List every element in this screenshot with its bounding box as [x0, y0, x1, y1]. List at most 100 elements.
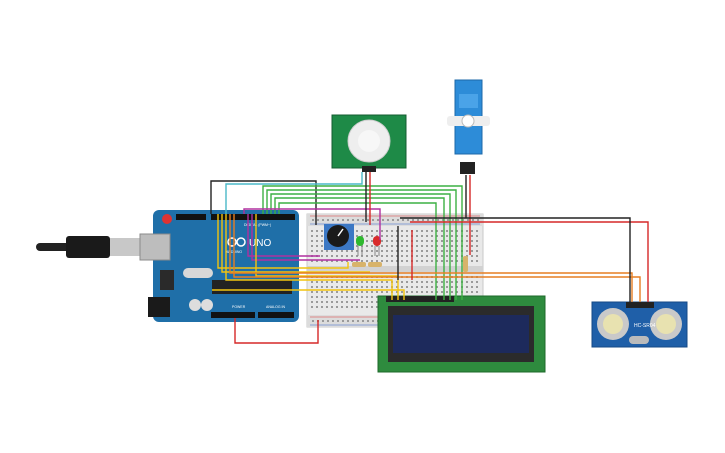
analog-header — [258, 312, 294, 318]
breadboard-hole — [396, 240, 398, 242]
ultrasonic-model-label: HC-SR04 — [634, 323, 656, 329]
breadboard-hole — [316, 291, 318, 293]
breadboard-hole — [466, 240, 468, 242]
wire-yellow-2[interactable] — [221, 214, 370, 273]
wire-orange-trig[interactable] — [229, 214, 633, 302]
breadboard-hole — [431, 255, 433, 257]
wire-red-ultrasonic[interactable] — [410, 221, 649, 302]
breadboard-hole — [421, 250, 423, 252]
reset-button[interactable] — [162, 214, 172, 224]
wire-green-3[interactable] — [270, 193, 451, 300]
wire-red-5v[interactable] — [234, 318, 319, 344]
rail-hole — [452, 219, 454, 221]
breadboard-hole — [361, 296, 363, 298]
arduino-board[interactable]: UNO ARDUINO DIGITAL (PWM~) POWER ANALOG … — [139, 210, 299, 322]
breadboard-hole — [321, 286, 323, 288]
rail-hole — [407, 219, 409, 221]
resistor-3[interactable] — [463, 256, 468, 272]
wire-green-1[interactable] — [262, 185, 463, 300]
rail-hole — [357, 320, 359, 322]
breadboard-hole — [366, 281, 368, 283]
rail-hole — [347, 320, 349, 322]
usb-cable[interactable] — [36, 236, 140, 258]
breadboard-hole — [331, 291, 333, 293]
breadboard-hole — [476, 240, 478, 242]
wire-black-ultrasonic[interactable] — [400, 217, 631, 302]
breadboard-hole — [326, 296, 328, 298]
breadboard-hole — [456, 286, 458, 288]
rail-hole — [372, 219, 374, 221]
breadboard-hole — [421, 240, 423, 242]
breadboard-hole — [361, 291, 363, 293]
wires[interactable] — [210, 172, 649, 344]
wire-magenta-1[interactable] — [243, 208, 381, 240]
breadboard-hole — [456, 281, 458, 283]
led-green[interactable] — [356, 236, 364, 256]
breadboard-hole — [446, 260, 448, 262]
rail-hole — [347, 219, 349, 221]
breadboard-hole — [426, 240, 428, 242]
breadboard-hole — [416, 286, 418, 288]
led-red[interactable] — [373, 236, 381, 256]
wire-yellow-1[interactable] — [217, 214, 349, 269]
breadboard-hole — [451, 250, 453, 252]
breadboard-hole — [326, 281, 328, 283]
breadboard-hole — [426, 260, 428, 262]
rail-hole — [417, 219, 419, 221]
wire-magenta-2[interactable] — [247, 214, 320, 257]
servo-shaft — [461, 114, 475, 128]
breadboard-hole — [371, 250, 373, 252]
breadboard-hole — [426, 286, 428, 288]
breadboard-hole — [391, 260, 393, 262]
breadboard-hole — [416, 281, 418, 283]
breadboard-hole — [321, 296, 323, 298]
breadboard-hole — [441, 245, 443, 247]
wire-yellow-5[interactable] — [212, 289, 405, 300]
breadboard-hole — [316, 296, 318, 298]
ultrasonic-crystal — [629, 336, 649, 344]
wire-yellow-3[interactable] — [255, 214, 399, 300]
breadboard-hole — [416, 240, 418, 242]
servo-motor[interactable] — [447, 79, 490, 174]
breadboard-hole — [411, 281, 413, 283]
breadboard-hole — [311, 245, 313, 247]
breadboard-hole — [331, 260, 333, 262]
breadboard-hole — [331, 301, 333, 303]
breadboard-hole — [321, 301, 323, 303]
breadboard-hole — [446, 255, 448, 257]
usb-plug-body — [66, 236, 110, 258]
resistor-2[interactable] — [368, 262, 382, 267]
breadboard-hole — [406, 230, 408, 232]
rail-hole — [387, 219, 389, 221]
wire-green-4[interactable] — [274, 197, 445, 300]
wire-green-2[interactable] — [266, 189, 457, 300]
breadboard-hole — [436, 281, 438, 283]
breadboard-hole — [326, 301, 328, 303]
capacitor-2 — [201, 299, 213, 311]
resistor-3-body — [463, 256, 468, 272]
wire-teal-pir[interactable] — [225, 172, 363, 214]
breadboard-hole — [406, 281, 408, 283]
breadboard-hole — [386, 240, 388, 242]
rail-hole — [352, 320, 354, 322]
breadboard-hole — [436, 235, 438, 237]
breadboard-hole — [421, 255, 423, 257]
wire-magenta-3[interactable] — [251, 214, 360, 261]
breadboard-hole — [401, 230, 403, 232]
resistor-1[interactable] — [352, 262, 366, 267]
wire-orange-echo[interactable] — [233, 214, 641, 302]
breadboard-hole — [456, 250, 458, 252]
breadboard-hole — [406, 260, 408, 262]
breadboard-hole — [371, 296, 373, 298]
breadboard-hole — [316, 301, 318, 303]
potentiometer[interactable] — [324, 224, 354, 250]
breadboard-hole — [356, 255, 358, 257]
crystal — [183, 268, 213, 278]
ultrasonic-sensor[interactable]: HC-SR04 — [591, 301, 688, 348]
pir-sensor[interactable] — [331, 114, 407, 172]
lcd-display[interactable] — [377, 295, 546, 373]
breadboard-hole — [366, 306, 368, 308]
breadboard-hole — [441, 240, 443, 242]
breadboard-hole — [436, 245, 438, 247]
